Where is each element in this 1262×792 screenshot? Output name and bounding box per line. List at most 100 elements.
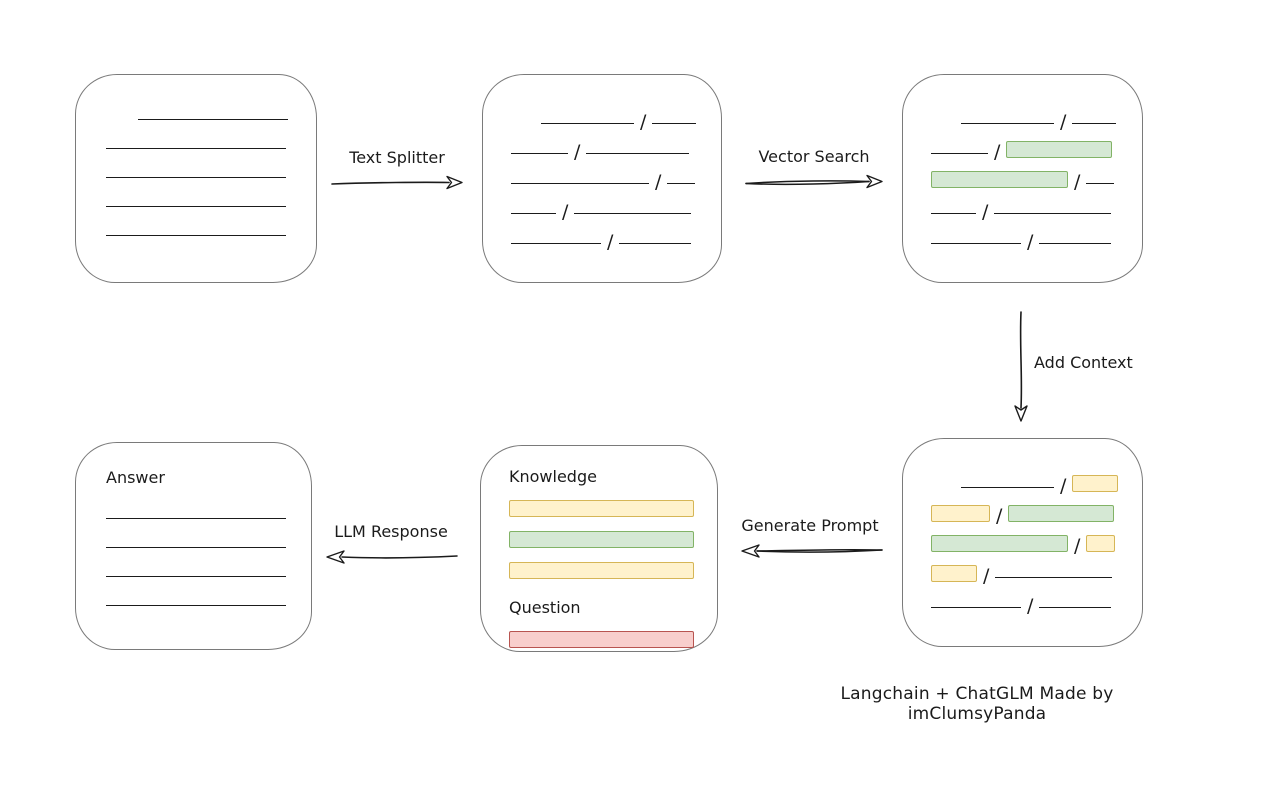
- text-line: [1039, 243, 1112, 244]
- text-line: [931, 243, 1021, 244]
- document-lines: [76, 75, 316, 236]
- green-chunk-highlight: [1006, 141, 1113, 158]
- add-context-label: Add Context: [1034, 353, 1133, 372]
- llm-response-label: LLM Response: [334, 522, 448, 541]
- chunk-row: /: [511, 189, 721, 223]
- answer-node: Answer: [75, 442, 312, 650]
- text-line: [961, 123, 1054, 124]
- text-line: [106, 576, 286, 577]
- slash-separator: /: [1074, 535, 1081, 557]
- text-line: [931, 213, 976, 214]
- context-chunks-node: / / / / /: [902, 438, 1143, 647]
- text-line: [511, 243, 601, 244]
- yellow-bar: [509, 562, 694, 579]
- chunk-row: /: [931, 523, 1142, 557]
- add-context-arrow: Add Context: [1010, 306, 1133, 422]
- document-node: [75, 74, 317, 283]
- slash-separator: /: [574, 141, 581, 163]
- chunk-row: /: [511, 219, 721, 253]
- text-line: [106, 518, 286, 519]
- chunk-row: /: [931, 583, 1142, 617]
- slash-separator: /: [994, 141, 1001, 163]
- green-chunk-highlight: [1008, 505, 1115, 522]
- chunk-row: /: [931, 189, 1142, 222]
- text-line: [652, 123, 697, 124]
- yellow-chunk-highlight: [931, 565, 977, 582]
- knowledge-bars: [509, 500, 694, 579]
- text-line: [511, 153, 568, 154]
- left-arrow-icon: [741, 544, 883, 558]
- text-line: [106, 605, 286, 606]
- chunk-row: /: [961, 463, 1142, 496]
- text-line: [586, 153, 690, 154]
- slash-separator: /: [562, 201, 569, 223]
- text-line: [994, 213, 1112, 214]
- right-arrow-icon: [331, 175, 463, 190]
- left-arrow-icon: [326, 550, 458, 564]
- context-chunks-rows: / / / / /: [903, 439, 1142, 617]
- diagram-caption: Langchain + ChatGLM Made by imClumsyPand…: [840, 684, 1114, 724]
- red-bar: [509, 631, 694, 648]
- slash-separator: /: [640, 111, 647, 133]
- text-line: [667, 183, 696, 184]
- text-line: [106, 177, 286, 178]
- chunk-row: /: [541, 99, 721, 133]
- knowledge-label: Knowledge: [509, 467, 597, 486]
- chunk-row: /: [931, 219, 1142, 253]
- chunk-row: /: [931, 129, 1142, 163]
- text-splitter-arrow: Text Splitter: [330, 148, 464, 193]
- answer-lines: [76, 518, 311, 606]
- split-chunks-node: / / / / /: [482, 74, 722, 283]
- text-line: [1039, 607, 1112, 608]
- chunk-row: /: [511, 159, 721, 193]
- slash-separator: /: [607, 231, 614, 253]
- text-line: [511, 213, 556, 214]
- slash-separator: /: [655, 171, 662, 193]
- text-line: [931, 153, 988, 154]
- text-line: [961, 487, 1054, 488]
- green-bar: [509, 531, 694, 548]
- generate-prompt-arrow: Generate Prompt: [734, 516, 886, 561]
- generate-prompt-label: Generate Prompt: [741, 516, 879, 535]
- answer-label: Answer: [106, 468, 165, 487]
- slash-separator: /: [1027, 595, 1034, 617]
- text-line: [1086, 183, 1115, 184]
- text-line: [106, 206, 286, 207]
- slash-separator: /: [1074, 171, 1081, 193]
- matched-chunks-node: /////: [902, 74, 1143, 283]
- chunk-row: /: [961, 99, 1142, 132]
- text-line: [106, 547, 286, 548]
- down-arrow-icon: [1014, 311, 1028, 422]
- prompt-node: Knowledge Question: [480, 445, 718, 652]
- text-line: [511, 183, 649, 184]
- llm-response-arrow: LLM Response: [322, 522, 460, 567]
- vector-search-arrow: Vector Search: [742, 147, 886, 192]
- text-line: [574, 213, 692, 214]
- text-line: [106, 148, 286, 149]
- text-line: [106, 235, 286, 236]
- vector-search-label: Vector Search: [758, 147, 870, 166]
- green-chunk-highlight: [931, 535, 1068, 552]
- matched-chunks-rows: /////: [903, 75, 1142, 253]
- text-line: [619, 243, 692, 244]
- yellow-chunk-highlight: [931, 505, 990, 522]
- chunk-row: /: [511, 129, 721, 163]
- slash-separator: /: [983, 565, 990, 587]
- slash-separator: /: [1027, 231, 1034, 253]
- question-bars: [509, 631, 694, 648]
- split-chunks-rows: / / / / /: [483, 75, 721, 253]
- chunk-row: /: [931, 493, 1142, 527]
- yellow-chunk-highlight: [1086, 535, 1116, 552]
- text-line: [931, 607, 1021, 608]
- yellow-bar: [509, 500, 694, 517]
- slash-separator: /: [996, 505, 1003, 527]
- text-splitter-label: Text Splitter: [349, 148, 445, 167]
- text-line: [995, 577, 1113, 578]
- right-arrow-icon: [745, 174, 883, 189]
- text-line: [138, 119, 288, 120]
- text-line: [1072, 123, 1117, 124]
- chunk-row: /: [931, 159, 1142, 193]
- question-label: Question: [509, 598, 581, 617]
- green-chunk-highlight: [931, 171, 1068, 188]
